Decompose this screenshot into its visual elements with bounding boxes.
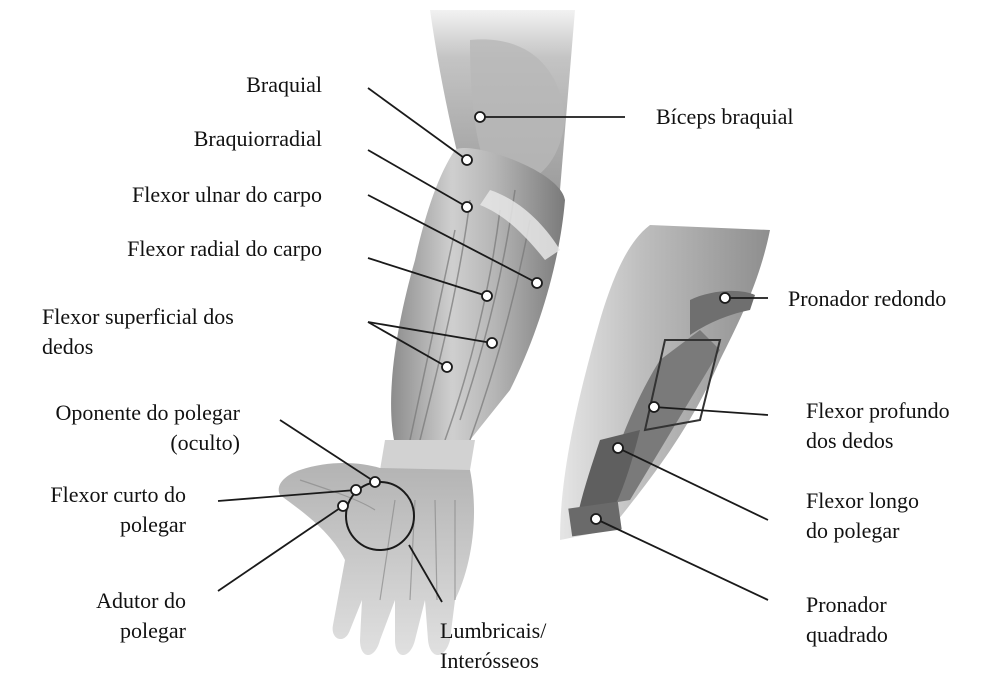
label-flexor-profundo: Flexor profundo dos dedos	[806, 396, 950, 456]
label-adutor-line2: polegar	[96, 616, 186, 646]
label-oponente: Oponente do polegar (oculto)	[56, 398, 241, 458]
label-oponente-line2: (oculto)	[56, 428, 241, 458]
label-flexor-curto: Flexor curto do polegar	[50, 480, 186, 540]
label-flexor-superficial-line1: Flexor superficial dos	[42, 302, 234, 332]
label-braquial: Braquial	[246, 70, 322, 100]
label-flexor-ulnar: Flexor ulnar do carpo	[132, 180, 322, 210]
dot-flexor-curto	[351, 485, 361, 495]
dot-flexor-profundo	[649, 402, 659, 412]
label-flexor-superficial-line2: dedos	[42, 332, 234, 362]
label-lumbricais-line2: Interósseos	[440, 646, 546, 676]
label-lumbricais: Lumbricais/ Interósseos	[440, 616, 546, 676]
dot-pronador-redondo	[720, 293, 730, 303]
dot-braquiorradial	[462, 202, 472, 212]
label-flexor-longo: Flexor longo do polegar	[806, 486, 919, 546]
label-braquiorradial: Braquiorradial	[194, 124, 322, 154]
dot-biceps	[475, 112, 485, 122]
label-flexor-superficial: Flexor superficial dos dedos	[42, 302, 234, 362]
dot-adutor	[338, 501, 348, 511]
label-biceps: Bíceps braquial	[656, 102, 793, 132]
label-flexor-profundo-line1: Flexor profundo	[806, 396, 950, 426]
label-pronador-redondo: Pronador redondo	[788, 284, 946, 314]
label-flexor-longo-line1: Flexor longo	[806, 486, 919, 516]
label-oponente-line1: Oponente do polegar	[56, 398, 241, 428]
dot-flexor-radial	[482, 291, 492, 301]
dot-pronador-quadrado	[591, 514, 601, 524]
dot-oponente	[370, 477, 380, 487]
forearm-shape	[391, 148, 565, 445]
dot-flexor-ulnar	[532, 278, 542, 288]
label-flexor-curto-line1: Flexor curto do	[50, 480, 186, 510]
dot-flexor-longo	[613, 443, 623, 453]
label-lumbricais-line1: Lumbricais/	[440, 616, 546, 646]
label-pronador-quadrado: Pronador quadrado	[806, 590, 888, 650]
dot-flexor-superficial-1	[487, 338, 497, 348]
label-flexor-curto-line2: polegar	[50, 510, 186, 540]
label-pronador-quadrado-line1: Pronador	[806, 590, 888, 620]
label-pronador-quadrado-line2: quadrado	[806, 620, 888, 650]
label-adutor-line1: Adutor do	[96, 586, 186, 616]
label-flexor-longo-line2: do polegar	[806, 516, 919, 546]
label-flexor-radial: Flexor radial do carpo	[127, 234, 322, 264]
dot-braquial	[462, 155, 472, 165]
dot-flexor-superficial-2	[442, 362, 452, 372]
label-adutor: Adutor do polegar	[96, 586, 186, 646]
label-flexor-profundo-line2: dos dedos	[806, 426, 950, 456]
wrist-shape	[380, 440, 475, 470]
